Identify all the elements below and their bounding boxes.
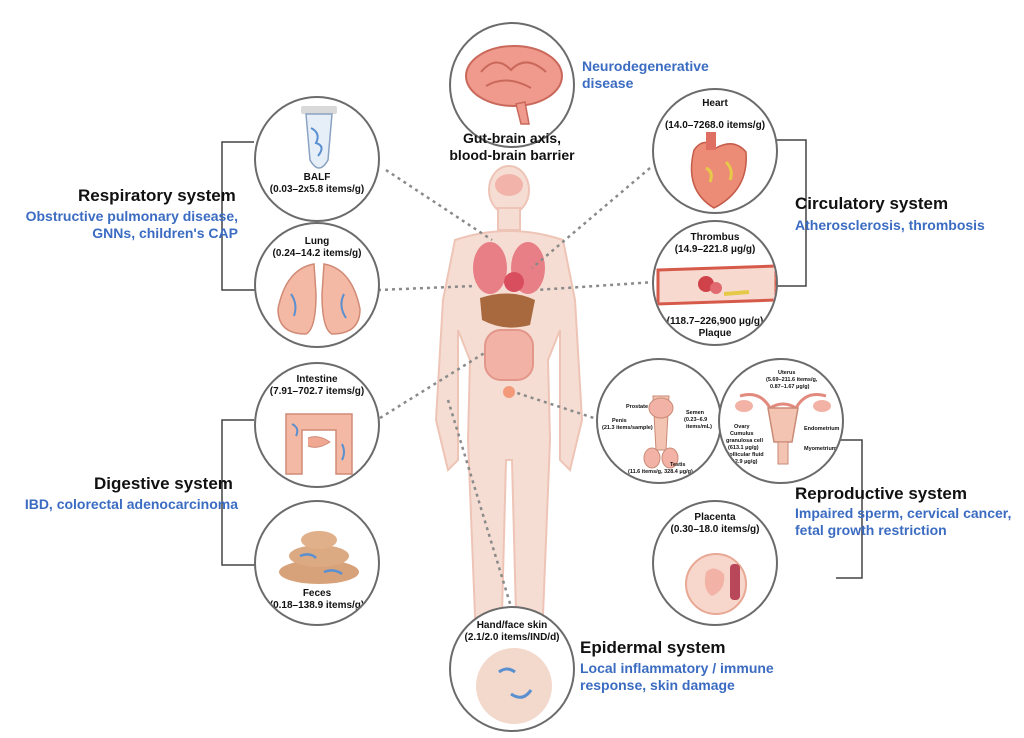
ovary-label: Ovary xyxy=(734,424,750,430)
placenta-circle: Placenta (0.30–18.0 items/g) xyxy=(652,500,778,626)
skin-name: Hand/face skin xyxy=(476,620,548,631)
uterus-label: Uterus xyxy=(778,370,796,376)
thrombus-circle: Thrombus (14.9–221.8 μg/g) (118.7–226,90… xyxy=(652,220,778,346)
thrombus-name: Thrombus xyxy=(690,232,740,243)
epidermal-disease-line1: Local inflammatory / immune xyxy=(580,660,774,676)
prostate-label: Prostate xyxy=(626,404,649,410)
uterus-value-1: (5.69–211.6 items/g, xyxy=(766,377,818,383)
skin-value: (2.1/2.0 items/IND/d) xyxy=(464,632,560,643)
balf-value: (0.03–2x5.8 items/g) xyxy=(269,184,365,195)
lung-icon xyxy=(277,263,361,335)
reproductive-disease-line2: fetal growth restriction xyxy=(795,522,947,538)
reproductive-title: Reproductive system xyxy=(795,484,967,503)
tube-icon xyxy=(301,106,337,169)
feces-value: (0.18–138.9 items/g) xyxy=(269,600,365,611)
circulatory-title: Circulatory system xyxy=(795,194,949,213)
ovary-line-6: (12.9 μg/g) xyxy=(730,459,758,465)
ovary-line-4: (613.1 μg/g) xyxy=(728,445,759,451)
uterus-value-2: 0.87–1.67 μg/g) xyxy=(770,384,810,390)
penis-label: Penis xyxy=(612,418,627,424)
myometrium-label: Myometrium xyxy=(804,446,837,452)
ovary-line-5: Follicular fluid xyxy=(726,452,764,458)
heart-circle: Heart (14.0–7268.0 items/g) xyxy=(652,88,778,214)
brain-caption-line2: blood-brain barrier xyxy=(449,147,575,163)
intestine-value: (7.91–702.7 items/g) xyxy=(269,386,365,397)
vessel-icon xyxy=(656,264,776,306)
reproductive-disease-line1: Impaired sperm, cervical cancer, xyxy=(795,505,1012,521)
ovary-line-3: granulosa cell xyxy=(726,438,763,444)
testis-value: (11.6 items/g, 328.4 μg/g) xyxy=(628,469,693,475)
placenta-icon xyxy=(685,553,747,615)
plaque-name: Plaque xyxy=(698,328,732,339)
semen-label: Semen xyxy=(686,410,705,416)
male-organ-icon xyxy=(643,395,679,469)
feces-circle: Feces (0.18–138.9 items/g) xyxy=(254,500,380,626)
reproductive-disease: Impaired sperm, cervical cancer, fetal g… xyxy=(795,505,1011,539)
semen-value-2: items/mL) xyxy=(686,424,712,430)
feces-name: Feces xyxy=(302,588,332,599)
epidermal-disease: Local inflammatory / immune response, sk… xyxy=(580,660,774,694)
circulatory-disease: Atherosclerosis, thrombosis xyxy=(795,217,985,233)
brackets xyxy=(221,139,863,579)
female-organ-icon xyxy=(735,393,831,465)
skin-circle: Hand/face skin (2.1/2.0 items/IND/d) xyxy=(449,606,575,732)
respiratory-title: Respiratory system xyxy=(78,186,236,205)
heart-name: Heart xyxy=(702,98,728,109)
intestine-circle: Intestine (7.91–702.7 items/g) xyxy=(254,362,380,488)
body-brain xyxy=(495,174,523,196)
penis-value: (21.3 items/sample) xyxy=(602,425,653,431)
intestine-name: Intestine xyxy=(296,374,338,385)
semen-value-1: (0.23–6.9 xyxy=(684,417,708,423)
brain-disease-line2: disease xyxy=(582,75,634,91)
epidermal-title: Epidermal system xyxy=(580,638,726,657)
brain-circle xyxy=(449,22,575,148)
ovary-line-2: Cumulus xyxy=(730,431,754,437)
digestive-title: Digestive system xyxy=(94,474,233,493)
brain-disease-line1: Neurodegenerative xyxy=(582,58,709,74)
testis-label: Testis xyxy=(670,462,686,468)
plaque-value: (118.7–226,900 μg/g) xyxy=(666,316,764,327)
male-reproductive-circle: Prostate Penis (21.3 items/sample) Semen… xyxy=(596,358,722,484)
heart-icon xyxy=(690,132,747,209)
body-intestines xyxy=(484,329,534,381)
brain-icon xyxy=(465,45,563,125)
brain-caption-line1: Gut-brain axis, xyxy=(462,130,562,146)
epidermal-disease-line2: response, skin damage xyxy=(580,677,735,693)
heart-value: (14.0–7268.0 items/g) xyxy=(664,120,766,131)
respiratory-disease-line2: GNNs, children's CAP xyxy=(92,225,238,241)
respiratory-disease: Obstructive pulmonary disease, GNNs, chi… xyxy=(12,208,238,242)
connector-lines xyxy=(377,167,656,611)
lung-circle: Lung (0.24–14.2 items/g) xyxy=(254,222,380,348)
lung-name: Lung xyxy=(304,236,330,247)
feces-icon xyxy=(279,531,359,584)
digestive-disease: IBD, colorectal adenocarcinoma xyxy=(24,496,238,512)
brain-disease: Neurodegenerative disease xyxy=(582,58,709,92)
body-bladder xyxy=(503,386,515,398)
placenta-value: (0.30–18.0 items/g) xyxy=(670,524,760,535)
placenta-name: Placenta xyxy=(694,512,736,523)
brain-caption: Gut-brain axis, blood-brain barrier xyxy=(436,130,588,164)
balf-circle: BALF (0.03–2x5.8 items/g) xyxy=(254,96,380,222)
balf-name: BALF xyxy=(303,172,331,183)
skin-icon xyxy=(476,648,552,724)
body-liver xyxy=(480,293,535,328)
lung-value: (0.24–14.2 items/g) xyxy=(272,248,362,259)
body-heart xyxy=(504,272,524,292)
thrombus-value: (14.9–221.8 μg/g) xyxy=(674,244,756,255)
intestine-icon xyxy=(285,413,353,475)
endometrium-label: Endometrium xyxy=(804,426,840,432)
female-reproductive-circle: Uterus (5.69–211.6 items/g, 0.87–1.67 μg… xyxy=(718,358,844,484)
respiratory-disease-line1: Obstructive pulmonary disease, xyxy=(25,208,238,224)
